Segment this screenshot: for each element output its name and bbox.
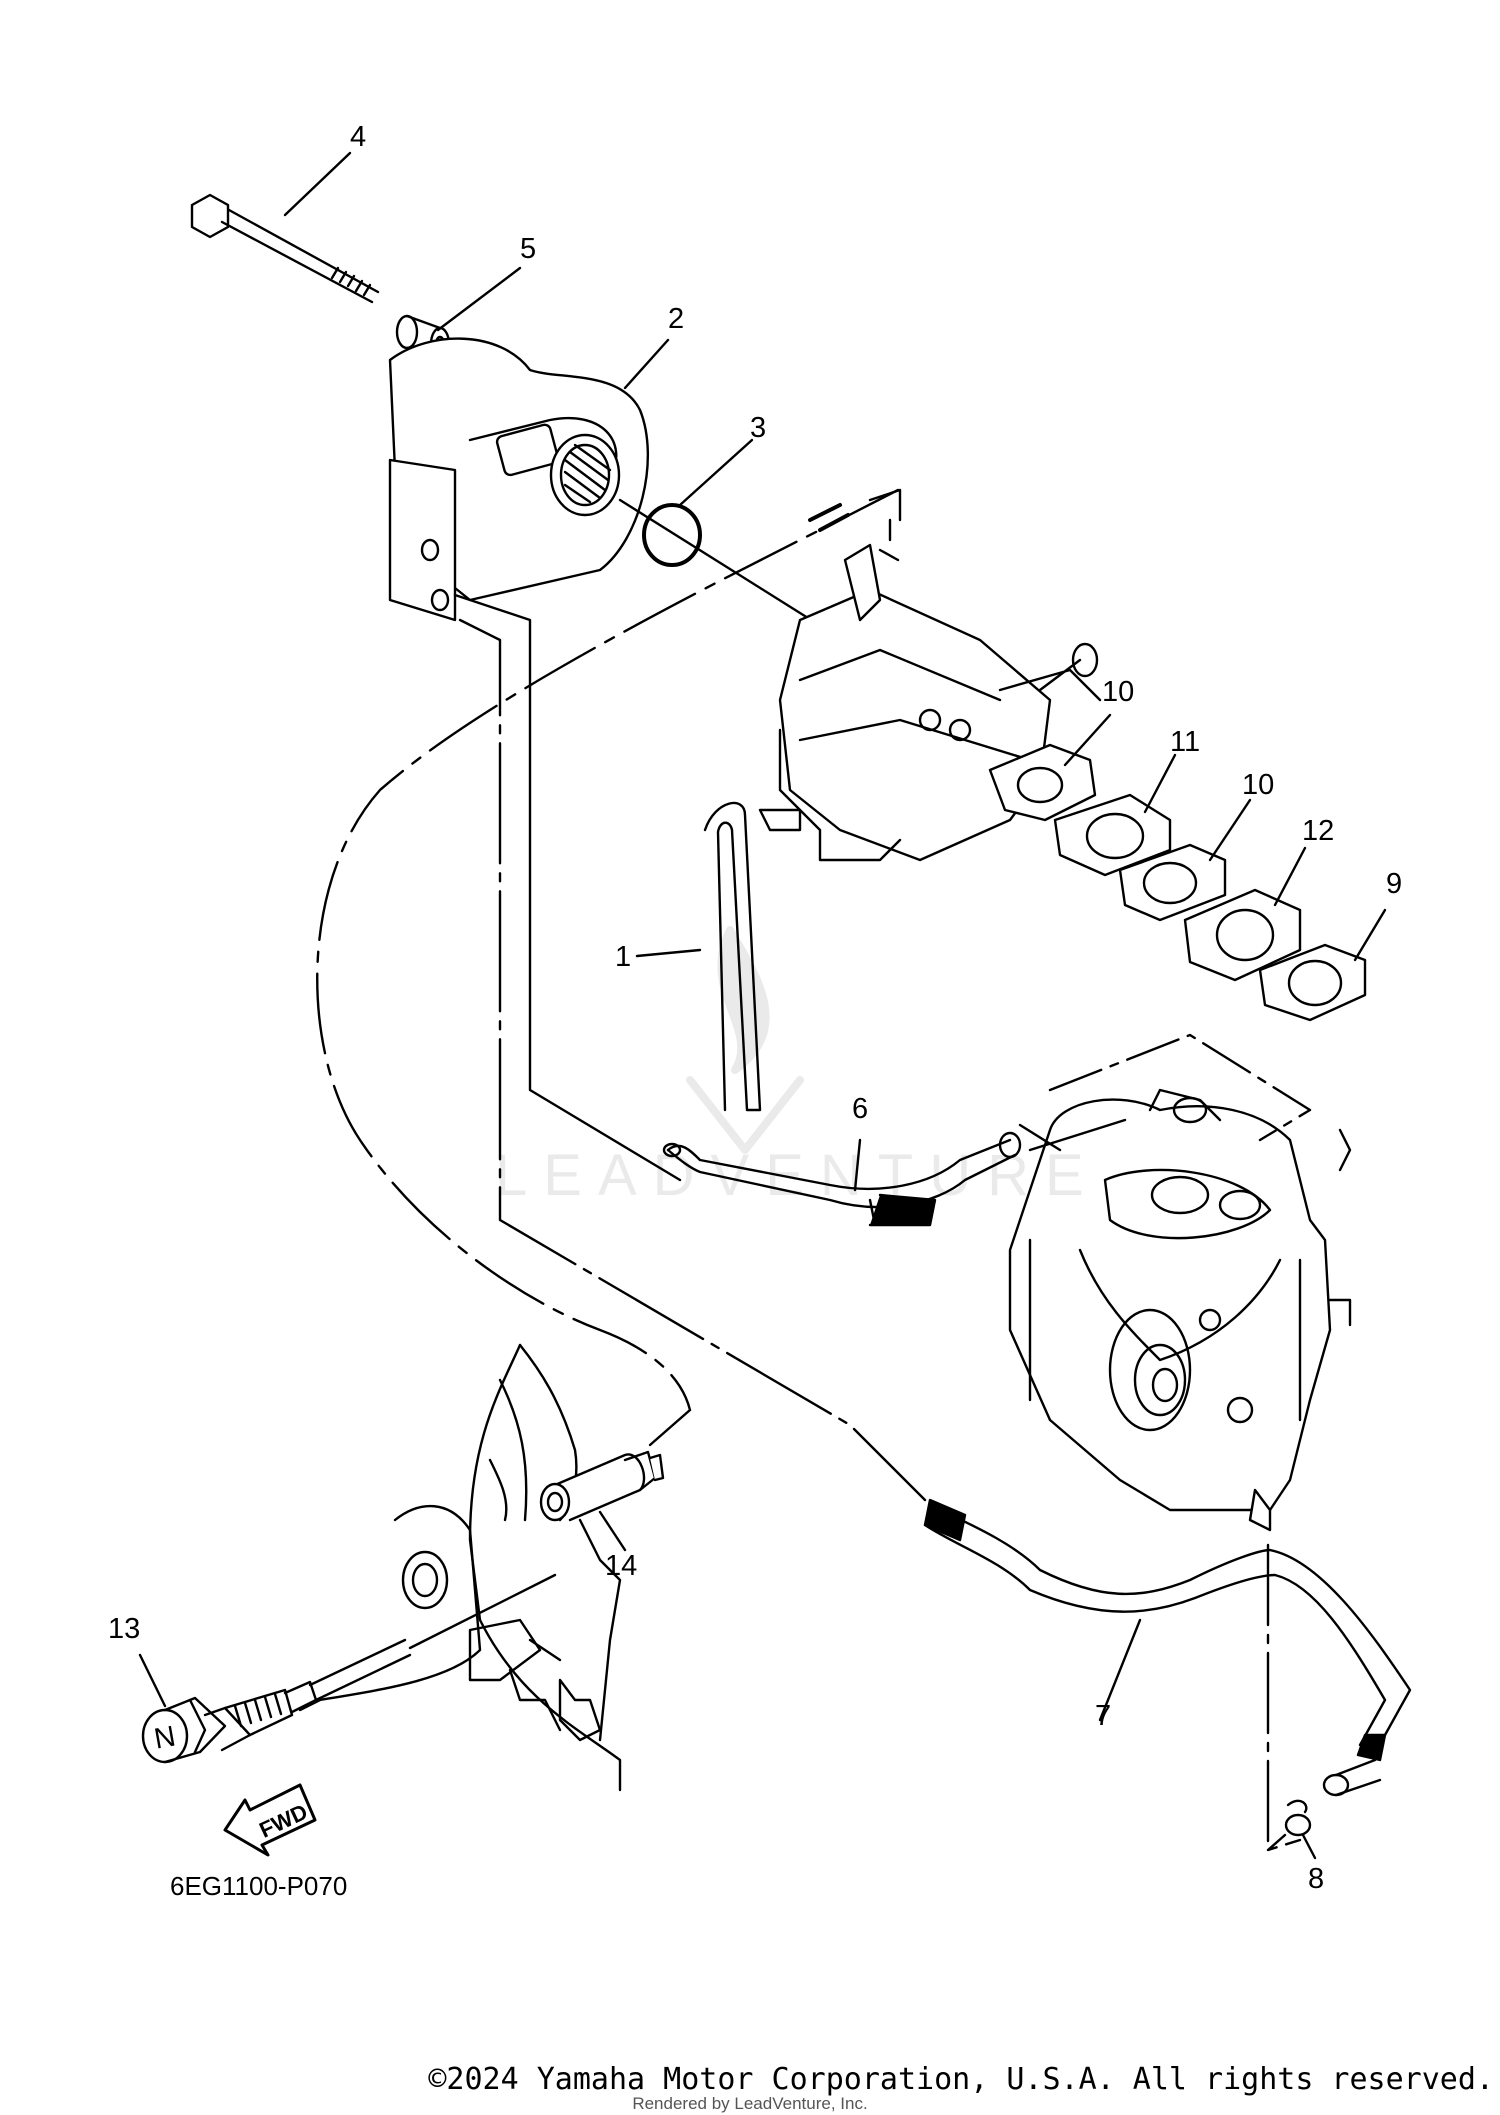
- bottom-cowling: [298, 1343, 622, 1792]
- assembly-line-13: [408, 1573, 557, 1650]
- grommet-part-14: [539, 1450, 665, 1522]
- callout-8: 8: [1308, 1863, 1324, 1895]
- silencer-part-2: [388, 337, 650, 622]
- gasket-part-10b: [1118, 843, 1227, 922]
- callout-5: 5: [520, 233, 536, 265]
- callout-10b: 10: [1242, 769, 1274, 801]
- assembly-line-8: [1266, 1833, 1287, 1852]
- rendered-by-notice: Rendered by LeadVenture, Inc.: [632, 2094, 868, 2113]
- gasket-part-11: [1053, 793, 1172, 877]
- carburetor: [758, 488, 1102, 862]
- hose-part-7: [923, 1498, 1412, 1797]
- callout-10a: 10: [1102, 676, 1134, 708]
- callout-11: 11: [1170, 726, 1200, 758]
- assembly-boundary-2: [1018, 1123, 1062, 1152]
- callout-13: 13: [108, 1613, 140, 1645]
- copyright-notice: ©2024 Yamaha Motor Corporation, U.S.A. A…: [428, 2062, 1494, 2097]
- callout-7: 7: [1095, 1700, 1111, 1732]
- gasket-part-12: [1183, 888, 1302, 982]
- hose-part-6: [662, 1131, 1022, 1227]
- engine-block: [1008, 1088, 1352, 1532]
- o-ring-part-3: [642, 503, 702, 567]
- assembly-boundary: [1048, 1033, 1312, 1142]
- diagram-code: 6EG1100-P070: [170, 1871, 347, 1901]
- gasket-part-9: [1258, 943, 1367, 1022]
- callout-leaders: [138, 151, 1387, 1860]
- callout-4: 4: [350, 121, 366, 153]
- watermark-text: LEADVENTURE: [495, 1143, 1100, 1208]
- cable-clip: [808, 503, 850, 532]
- choke-knob-part-13: [141, 1638, 412, 1764]
- callout-12: 12: [1302, 815, 1334, 847]
- assembly-line-7: [1266, 1543, 1302, 1852]
- hose-part-1: [703, 801, 762, 1112]
- bolt-part-4: [190, 193, 380, 304]
- assembly-line-rod-1: [453, 593, 682, 1182]
- watermark-logo: [686, 926, 804, 1154]
- callout-14: 14: [605, 1550, 637, 1582]
- callout-9: 9: [1386, 868, 1402, 900]
- assembly-line-6: [1028, 1118, 1127, 1152]
- callout-6: 6: [852, 1093, 868, 1125]
- choke-cable: [316, 488, 900, 1412]
- callout-3: 3: [750, 412, 766, 444]
- clip-part-8: [1284, 1799, 1312, 1837]
- fwd-arrow-icon: [223, 1783, 317, 1857]
- gasket-part-10a: [988, 743, 1097, 822]
- assembly-line-rod-2: [458, 618, 927, 1502]
- assembly-line: [618, 498, 810, 620]
- callout-2: 2: [668, 303, 684, 335]
- choke-cable-end: [648, 1408, 692, 1447]
- callout-1: 1: [615, 941, 631, 973]
